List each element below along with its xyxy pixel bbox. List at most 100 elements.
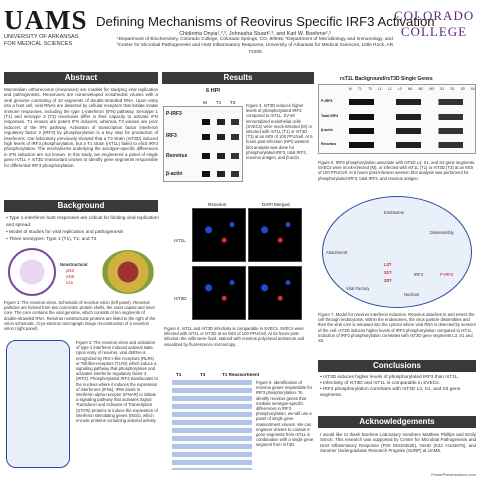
conclusion-bullet: rsT3D induces higher levels of phosphory… (320, 375, 476, 381)
poster-header: UAMS UNIVERSITY OF ARKANSAS FOR MEDICAL … (0, 0, 480, 62)
reovirus-virion-schematic (8, 248, 56, 296)
fig7-l3: L3? (384, 262, 392, 267)
fig6-lane: S2 (450, 87, 455, 91)
fig6-lane: L3 (397, 87, 402, 91)
results-heading: Results (162, 72, 314, 84)
conclusions-heading: Conclusions (318, 360, 476, 372)
fig6-title: rsT1L Background/rsT3D Single Genes (340, 76, 433, 82)
fig6-lane: M1 (407, 87, 413, 91)
fig6-caption: Figure 6. IRF3 phosphorylation associate… (318, 160, 476, 181)
fig3-band-actin (202, 171, 242, 177)
fig7-s1: S1? (384, 270, 392, 275)
colorado-college-logo: COLORADO COLLEGE (394, 8, 474, 40)
fig3-western-blot: P-IRF3 IRF3 Reovirus β-actin (163, 106, 243, 182)
fig3-lane-m: M (203, 100, 207, 105)
fig3-row-actin: β-actin (166, 171, 183, 177)
background-bullet: Model of studies for viral replication a… (6, 229, 160, 236)
fig6-lane: T3 (368, 87, 372, 91)
poster-authors: Chidinma Onyia¹,²,³, Johnasha Stuart²,³,… (110, 31, 400, 56)
fig3-title: 6 HPI (206, 88, 220, 94)
affiliation-1: ¹Department of Biochemistry, Colorado Co… (117, 37, 393, 43)
uams-subtitle: UNIVERSITY OF ARKANSAS FOR MEDICAL SCIEN… (4, 34, 79, 47)
poster-presentations-logo: PosterPresentations.com (431, 472, 476, 477)
acknowledgements-heading: Acknowledgements (318, 416, 476, 428)
fig7-irf3: IRF3 (414, 272, 424, 277)
fig7-caption: Figure 7. Model for reovirus interferon … (318, 312, 476, 344)
fig5-gene-segments-diagram (172, 380, 252, 470)
uams-logo: UAMS UNIVERSITY OF ARKANSAS FOR MEDICAL … (4, 6, 94, 48)
fig4-col-dapi: DAPI Merged (262, 202, 290, 207)
fig6-lane: S4 (470, 87, 475, 91)
fig4-image-rst1l-merged (248, 208, 302, 262)
fig7-viral-factory: Viral Factory (346, 286, 370, 291)
fig6-band-pirf3 (349, 99, 473, 105)
fig7-s3: S3? (384, 278, 392, 283)
fig6-lane: L1 (378, 87, 382, 91)
conclusion-bullet: IRF3 phosphorylation correlates with rsT… (320, 387, 476, 399)
fig6-row-total-irf3: Total IRF3 (321, 114, 339, 118)
fig3-band-pirf3 (202, 119, 242, 125)
cc-logo-line1: COLORADO (394, 8, 475, 23)
fig1-label-ns: μNS (66, 268, 75, 273)
background-bullet: Three serotypes: Type 1 (T1), T2, and T3 (6, 236, 160, 243)
fig5-col-t1: T1 (176, 372, 182, 377)
fig4-row-rst1l: rsT1L (174, 238, 186, 243)
fig3-lane-t1: T1 (216, 100, 222, 105)
fig6-lane: S3 (460, 87, 465, 91)
fig6-row-pirf3: P-IRF3 (321, 99, 333, 103)
fig6-row-actin: β-actin (321, 128, 333, 132)
fig2-caption: Figure 2: The reovirus virion and activa… (76, 340, 158, 424)
affiliation-2: ³Center for Microbial Pathogenesis and H… (116, 43, 394, 55)
fig4-col-reovirus: Reovirus (208, 202, 227, 207)
reovirus-cryoem-image (102, 250, 154, 294)
fig3-row-pirf3: P-IRF3 (166, 111, 182, 117)
fig5-col-t3: T3 (200, 372, 206, 377)
fig3-row-irf3: IRF3 (166, 133, 177, 139)
fig7-nucleus: Nucleus (404, 292, 420, 297)
ifn-pathway-diagram (6, 340, 70, 468)
fig1-caption: Figure 1: The reovirus virion. Schematic… (4, 300, 156, 332)
fig1-label-sigma1s: σ1s (66, 280, 74, 285)
fig4-image-rst3d-reovirus (192, 266, 246, 320)
fig4-image-rst1l-reovirus (192, 208, 246, 262)
fig6-row-reovirus: Reovirus (321, 142, 337, 146)
fig3-row-reovirus: Reovirus (166, 153, 188, 159)
fig6-western-blot: M T1 T3 L1 L2 L3 M1 M2 M3 S1 S2 S3 S4 P-… (318, 84, 476, 154)
background-bullet: Type 1-interferon host responses are cri… (6, 215, 160, 229)
fig6-lane: M (349, 87, 352, 91)
fig6-band-total-irf3 (349, 114, 473, 120)
uams-mark: UAMS (4, 5, 88, 35)
fig6-lane: S1 (440, 87, 445, 91)
background-heading: Background (4, 200, 158, 212)
fig3-band-reovirus (202, 153, 242, 159)
fig6-band-reovirus (349, 142, 473, 148)
fig4-caption: Figure 4. rsT1L and rsT3D infectivity is… (164, 326, 305, 347)
infection-model-diagram (322, 196, 472, 308)
cc-logo-line2: COLLEGE (400, 24, 468, 39)
conclusion-bullets: rsT3D induces higher levels of phosphory… (320, 375, 476, 399)
fig6-lane: M3 (429, 87, 434, 91)
author-list: Chidinma Onyia¹,²,³, Johnasha Stuart²,³,… (179, 31, 331, 37)
fig7-attachment: Attachment (326, 250, 348, 255)
fig6-band-actin (349, 128, 473, 134)
fig5-caption: Figure 5. Identification of reovirus gen… (256, 380, 314, 448)
fig3-lane-t3: T3 (230, 100, 236, 105)
fig1-label-sigmans: σNS (66, 274, 75, 279)
fig4-image-rst3d-merged (248, 266, 302, 320)
conclusion-bullet: Infectivity of rsT3D and rsT1L is compar… (320, 381, 476, 387)
poster-title: Defining Mechanisms of Reovirus Specific… (96, 14, 435, 29)
background-bullets: Type 1-interferon host responses are cri… (6, 215, 160, 243)
fig5-col-reassortment: T1 Reassortment (222, 372, 260, 377)
fig4-row-rst3d: rsT3D (174, 296, 187, 301)
fig7-disassembly: Disassembly (430, 230, 454, 235)
abstract-text: Mammalian orthoreovirus (reoviruses) are… (4, 87, 158, 168)
acknowledgements-text: I would like to thank Boehme Laboratory … (320, 432, 476, 454)
fig1-nonstructural-label: Nonstructural (60, 262, 88, 267)
fig6-lane-labels: M T1 T3 L1 L2 L3 M1 M2 M3 S1 S2 S3 S4 (349, 87, 475, 91)
fig6-lane: T1 (358, 87, 362, 91)
fig7-pirf3: P-IRF3 (440, 272, 454, 277)
fig6-lane: M2 (418, 87, 424, 91)
fig6-lane: L2 (388, 87, 392, 91)
fig3-band-irf3 (202, 134, 242, 140)
abstract-heading: Abstract (4, 72, 158, 84)
